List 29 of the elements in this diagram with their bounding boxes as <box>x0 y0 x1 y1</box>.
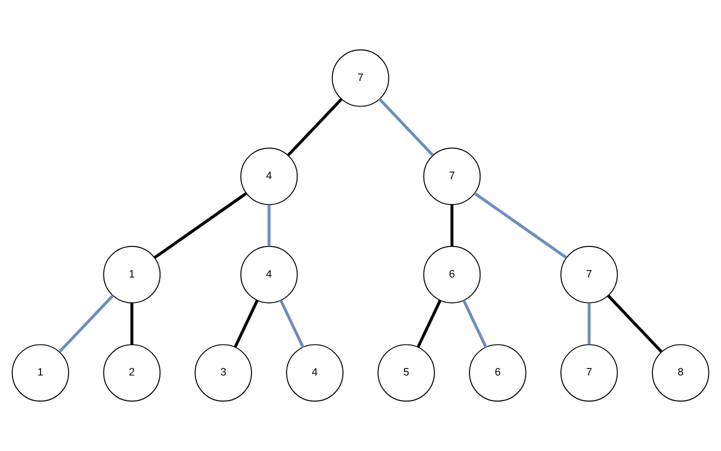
connector <box>588 302 591 345</box>
node-circle: 6 <box>423 246 481 304</box>
node-circle: 8 <box>652 344 710 402</box>
connector <box>234 300 259 348</box>
node-circle: 6 <box>468 344 526 402</box>
node-circle: 4 <box>286 344 344 402</box>
connector <box>450 204 454 246</box>
connector <box>154 192 248 259</box>
node-circle: 1 <box>103 246 161 304</box>
node-circle: 7 <box>560 344 618 402</box>
connector <box>416 300 442 348</box>
connector <box>462 300 488 348</box>
connector <box>268 204 270 246</box>
node-circle: 7 <box>423 148 481 206</box>
node-circle: 5 <box>378 344 435 402</box>
connector <box>474 192 568 259</box>
node-circle: 7 <box>332 49 390 107</box>
connector <box>287 98 343 156</box>
node-circle: 4 <box>240 246 298 304</box>
connector <box>58 294 114 353</box>
connector <box>378 98 434 156</box>
connector <box>280 300 304 348</box>
node-circle: 4 <box>240 148 298 206</box>
connector <box>607 294 662 353</box>
node-circle: 2 <box>103 344 161 402</box>
node-circle: 7 <box>560 246 618 304</box>
node-circle: 3 <box>194 344 252 402</box>
connector <box>130 302 134 345</box>
node-circle: 1 <box>12 344 70 402</box>
